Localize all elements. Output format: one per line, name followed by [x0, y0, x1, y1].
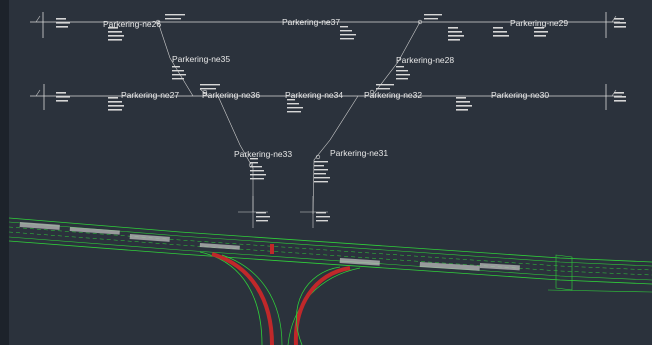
- label-ne32: Parkering-ne32: [364, 90, 422, 100]
- label-ne30: Parkering-ne30: [491, 90, 549, 100]
- label-ne26: Parkering-ne26: [103, 19, 161, 29]
- road-ramps: [199, 244, 361, 345]
- label-ne37: Parkering-ne37: [282, 17, 340, 27]
- road-main: [8, 217, 652, 293]
- top-cable-line: [30, 12, 620, 38]
- annotation-blocks: [56, 14, 626, 222]
- label-ne36: Parkering-ne36: [202, 90, 260, 100]
- label-ne29: Parkering-ne29: [510, 18, 568, 28]
- parking-labels: Parkering-ne26 Parkering-ne37 Parkering-…: [103, 17, 568, 159]
- label-ne35: Parkering-ne35: [172, 54, 230, 64]
- branch-connectors: [157, 21, 421, 228]
- label-ne28: Parkering-ne28: [396, 55, 454, 65]
- label-ne27: Parkering-ne27: [121, 90, 179, 100]
- label-ne31: Parkering-ne31: [330, 148, 388, 158]
- viewport-border: [0, 0, 9, 345]
- label-ne33: Parkering-ne33: [234, 149, 292, 159]
- label-ne34: Parkering-ne34: [285, 90, 343, 100]
